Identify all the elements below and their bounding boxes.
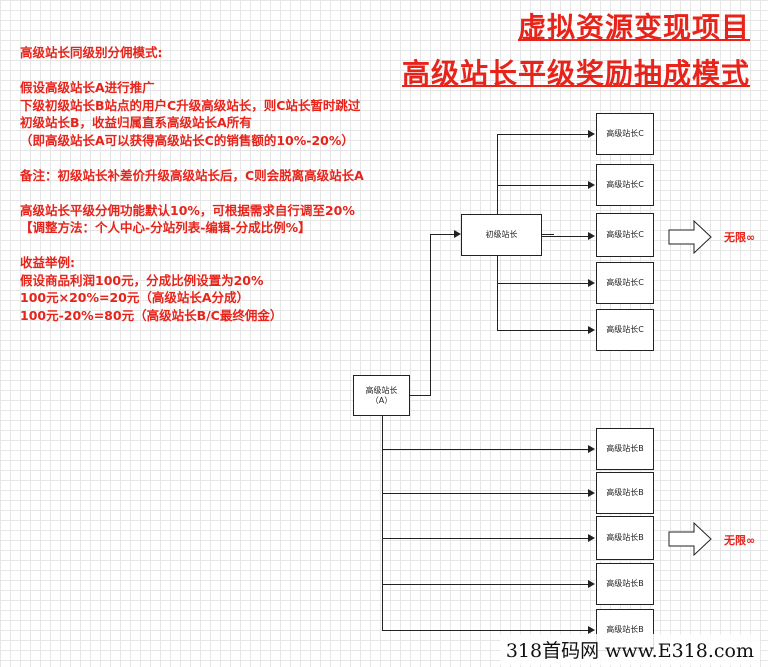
root-node-senior-a: 高级站长 （A）	[353, 375, 410, 416]
description-example-heading: 收益举例:	[20, 255, 75, 270]
connector	[497, 185, 588, 186]
watermark: 318首码网 www.E318.com	[499, 634, 760, 665]
connector	[430, 234, 454, 235]
connector	[382, 416, 383, 631]
connector	[497, 330, 588, 331]
infinite-label-c: 无限∞	[724, 231, 756, 244]
connector	[382, 538, 588, 539]
junior-node: 初级站长	[461, 214, 542, 256]
infinite-label-b: 无限∞	[724, 534, 756, 547]
senior-b-node: 高级站长B	[596, 516, 654, 560]
arrow-head	[588, 130, 595, 138]
root-node-sub: （A）	[370, 395, 393, 405]
description-p1-line2: 下级初级站长B站点的用户C升级高级站长，则C站长暂时跳过初级站长B，收益归属直系…	[20, 97, 361, 131]
arrow-head	[588, 626, 595, 634]
senior-b-label: 高级站长B	[606, 579, 644, 588]
connector	[430, 234, 431, 396]
arrow-head	[588, 326, 595, 334]
connector	[382, 493, 588, 494]
senior-c-node: 高级站长C	[596, 113, 654, 155]
arrow-head	[454, 230, 461, 238]
description-example-line2: 100元×20%=20元（高级站长A分成）	[20, 290, 250, 305]
senior-c-node: 高级站长C	[596, 309, 654, 351]
senior-c-label: 高级站长C	[606, 325, 644, 334]
senior-c-node: 高级站长C	[596, 262, 654, 304]
arrow-head	[588, 445, 595, 453]
description-block: 高级站长同级别分佣模式: 假设高级站长A进行推广 下级初级站长B站点的用户C升级…	[20, 44, 365, 324]
right-arrow-icon	[668, 522, 712, 556]
description-example-line1: 假设商品利润100元，分成比例设置为20%	[20, 272, 264, 288]
title-line-1: 虚拟资源变现项目	[517, 11, 750, 44]
senior-c-label: 高级站长C	[606, 129, 644, 138]
senior-b-label: 高级站长B	[606, 488, 644, 497]
connector	[382, 630, 588, 631]
description-p3-line1: 高级站长平级分佣功能默认10%，可根据需求自行调至20%	[20, 202, 355, 218]
connector	[497, 283, 588, 284]
connector	[542, 234, 554, 235]
right-arrow-icon	[668, 220, 712, 254]
connector	[497, 134, 588, 135]
connector	[410, 395, 430, 396]
senior-b-node: 高级站长B	[596, 472, 654, 514]
senior-b-node: 高级站长B	[596, 563, 654, 605]
description-p3-line2: 【调整方法：个人中心-分站列表-编辑-分成比例%】	[20, 220, 311, 235]
junior-node-label: 初级站长	[485, 230, 518, 239]
senior-b-node: 高级站长B	[596, 428, 654, 470]
arrow-head	[588, 232, 595, 240]
senior-c-node: 高级站长C	[596, 213, 654, 257]
senior-c-node: 高级站长C	[596, 164, 654, 206]
arrow-head	[588, 534, 595, 542]
senior-b-label: 高级站长B	[606, 533, 644, 542]
description-p1-line1: 假设高级站长A进行推广	[20, 80, 155, 95]
title-line-2: 高级站长平级奖励抽成模式	[401, 57, 750, 90]
senior-b-label: 高级站长B	[606, 625, 644, 634]
description-heading: 高级站长同级别分佣模式:	[20, 45, 163, 60]
description-note: 备注：初级站长补差价升级高级站长后，C则会脱离高级站长A	[20, 167, 364, 183]
description-p1-line3: （即高级站长A可以获得高级站长C的销售额的10%-20%）	[20, 132, 354, 148]
connector	[382, 584, 588, 585]
arrow-head	[588, 181, 595, 189]
root-node-label: 高级站长	[365, 385, 398, 395]
connector	[382, 449, 588, 450]
senior-c-label: 高级站长C	[606, 278, 644, 287]
senior-b-label: 高级站长B	[606, 444, 644, 453]
senior-c-label: 高级站长C	[606, 180, 644, 189]
arrow-head	[588, 580, 595, 588]
senior-c-label: 高级站长C	[606, 230, 644, 239]
connector	[542, 236, 588, 237]
description-example-line3: 100元-20%=80元（高级站长B/C最终佣金）	[20, 307, 283, 323]
arrow-head	[588, 279, 595, 287]
arrow-head	[588, 489, 595, 497]
